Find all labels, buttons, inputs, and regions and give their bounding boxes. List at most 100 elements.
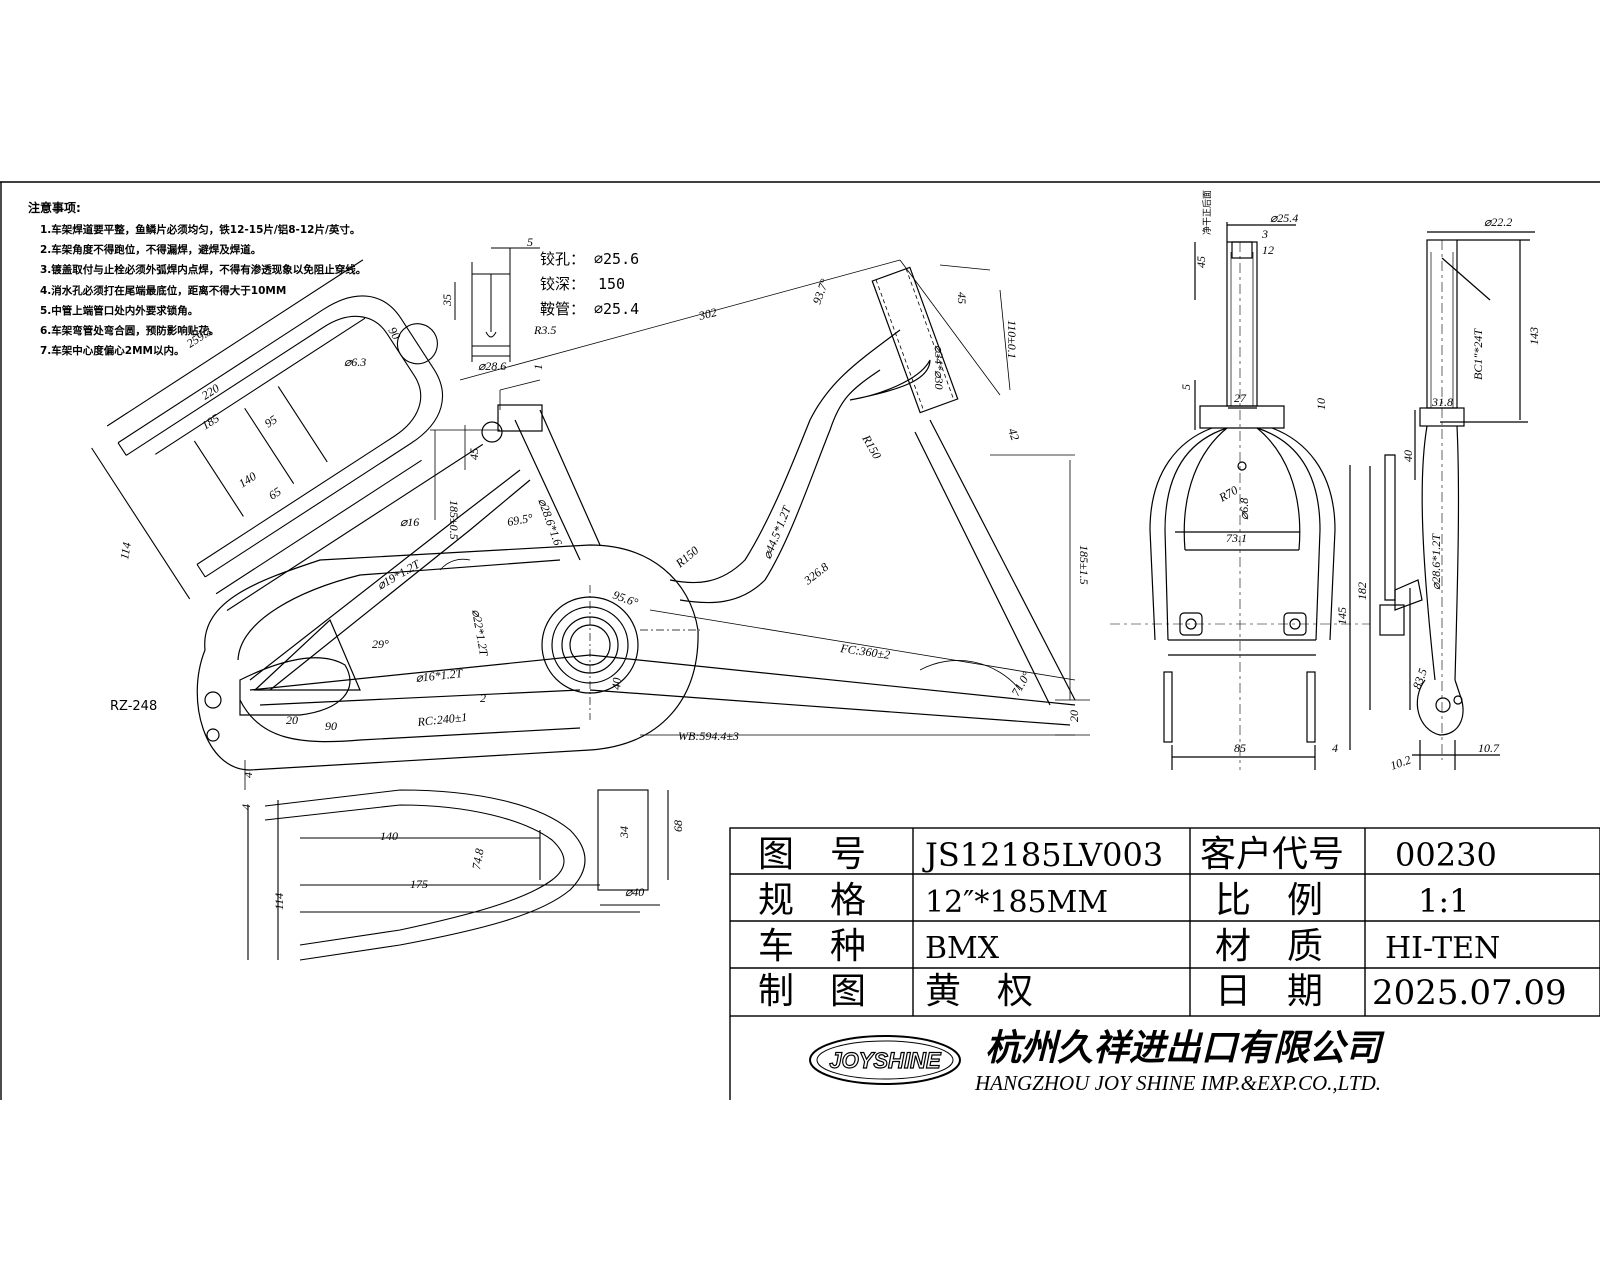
svg-text:175: 175: [410, 877, 428, 891]
manufacturing-notes: 注意事项: 1.车架焊道要平整，鱼鳞片必须均匀，铁12-15片/铝8-12片/英…: [28, 200, 366, 357]
customer-code-label: 客户代号: [1200, 834, 1344, 875]
seat-hole-value: ⌀25.6: [594, 250, 639, 268]
svg-text:⌀28.6*1.6: ⌀28.6*1.6: [535, 496, 565, 547]
drawn-by-label: 制 图: [758, 971, 866, 1012]
fork-side-view-dims: ⌀22.2 BC1"*24T 143 31.8 40 ⌀28.6*1.2T 18…: [1355, 215, 1541, 773]
rear-top-view-dims: 259.3 220 185 95 140 65 114 90 ⌀6.3: [117, 324, 403, 560]
svg-text:35: 35: [440, 294, 454, 307]
seat-depth-label: 铰深：: [540, 275, 585, 293]
svg-text:95: 95: [262, 412, 280, 430]
svg-text:90: 90: [325, 719, 337, 733]
material-label: 材 质: [1215, 926, 1323, 967]
date: 2025.07.09: [1372, 973, 1567, 1013]
svg-text:4: 4: [239, 804, 253, 810]
svg-text:4: 4: [1332, 741, 1338, 755]
svg-text:⌀22.2: ⌀22.2: [1484, 215, 1512, 229]
svg-text:5: 5: [527, 235, 533, 249]
rear-triangle-bottom-view: [247, 789, 669, 961]
svg-text:326.8: 326.8: [800, 560, 831, 588]
seat-hole-label: 铰孔：: [540, 250, 585, 268]
svg-text:⌀25.4: ⌀25.4: [1270, 211, 1298, 225]
svg-text:20: 20: [286, 713, 298, 727]
svg-text:85: 85: [1234, 741, 1246, 755]
spec-label: 规 格: [758, 880, 866, 921]
svg-text:⌀16: ⌀16: [400, 515, 419, 529]
svg-text:5: 5: [1179, 384, 1193, 390]
material: HI-TEN: [1385, 931, 1500, 966]
note-3: 3.镀盖取付与止栓必须外弧焊内点焊，不得有渗透现象以免阻止穿线。: [40, 263, 366, 276]
svg-text:⌀6.8: ⌀6.8: [1237, 498, 1251, 520]
seat-tube-detail: [454, 247, 540, 362]
drawing-no-label: 图 号: [758, 834, 866, 875]
svg-text:68: 68: [671, 820, 685, 832]
note-5: 5.中管上端管口处内外要求锁角。: [40, 304, 198, 317]
svg-text:RC:240±1: RC:240±1: [416, 710, 468, 729]
seat-tube-detail-labels: 5 35 R3.5 ⌀28.6: [440, 235, 556, 373]
spec: 12″*185MM: [925, 885, 1108, 920]
note-4: 4.消水孔必须打在尾端最底位，距离不得大于10MM: [40, 284, 286, 297]
svg-text:R150: R150: [859, 432, 884, 462]
svg-text:90: 90: [385, 325, 403, 342]
svg-text:40: 40: [1401, 450, 1415, 462]
svg-text:143: 143: [1527, 327, 1541, 345]
type-label: 车 种: [758, 926, 866, 967]
svg-text:RZ-248: RZ-248: [110, 699, 157, 714]
svg-text:⌀28.6*1.2T: ⌀28.6*1.2T: [1429, 533, 1443, 590]
company-name-en: HANGZHOU JOY SHINE IMP.&EXP.CO.,LTD.: [974, 1071, 1381, 1095]
svg-text:93.7°: 93.7°: [810, 277, 832, 306]
svg-text:185±1.5: 185±1.5: [1077, 545, 1091, 585]
svg-text:⌀16*1.2T: ⌀16*1.2T: [415, 666, 464, 685]
note-7: 7.车架中心度偏心2MM以内。: [40, 344, 185, 357]
svg-text:45: 45: [955, 292, 969, 304]
rear-triangle-top-view: [91, 259, 484, 611]
svg-text:110±0.1: 110±0.1: [1005, 320, 1019, 359]
svg-text:R3.5: R3.5: [533, 323, 556, 337]
svg-text:10.2: 10.2: [1388, 752, 1413, 772]
svg-text:114: 114: [272, 893, 286, 910]
seat-depth-value: 150: [598, 275, 625, 293]
svg-text:95.6°: 95.6°: [611, 588, 640, 610]
drawn-by: 黄 权: [925, 971, 1033, 1012]
svg-text:302: 302: [696, 305, 718, 323]
svg-text:140: 140: [236, 469, 259, 491]
main-frame-drawing: [196, 266, 1076, 771]
svg-text:29°: 29°: [372, 637, 389, 651]
fork-front-view-dims: 净干正后面 ⌀25.4 3 12 45 5 27 10 R70 ⌀6.8 73.…: [1179, 190, 1349, 755]
svg-text:74.8: 74.8: [469, 847, 486, 870]
svg-text:185: 185: [199, 411, 222, 433]
scale: 1:1: [1418, 882, 1470, 920]
sheet-border: [0, 181, 1600, 1100]
svg-text:10.7: 10.7: [1478, 741, 1500, 755]
svg-text:71.0°: 71.0°: [1008, 669, 1033, 699]
seat-tube: [514, 419, 581, 561]
svg-text:45: 45: [467, 448, 481, 460]
svg-text:114: 114: [117, 541, 134, 560]
svg-text:⌀22*1.2T: ⌀22*1.2T: [469, 608, 491, 658]
svg-text:12: 12: [1262, 243, 1274, 257]
svg-text:182: 182: [1355, 582, 1369, 600]
note-2: 2.车架角度不得跑位，不得漏焊，避焊及焊道。: [40, 243, 261, 256]
chain-guard: [196, 544, 699, 771]
svg-text:140: 140: [380, 829, 398, 843]
company-logo: JOYSHINE: [809, 1035, 961, 1085]
svg-text:R150: R150: [672, 543, 701, 571]
seat-tube-label: 鞍管：: [540, 300, 585, 318]
scale-label: 比 例: [1215, 880, 1323, 921]
svg-text:83.5: 83.5: [1410, 667, 1430, 692]
svg-text:34: 34: [617, 826, 631, 839]
svg-text:185±0.5: 185±0.5: [447, 500, 461, 540]
svg-text:3: 3: [1261, 227, 1268, 241]
notes-heading: 注意事项:: [28, 200, 81, 215]
svg-text:40: 40: [609, 677, 624, 690]
svg-text:BC1"*24T: BC1"*24T: [1471, 328, 1485, 380]
fork-side-view: [1369, 231, 1535, 770]
svg-text:⌀40: ⌀40: [625, 885, 644, 899]
seat-tube-value: ⌀25.4: [594, 300, 639, 318]
note-6: 6.车架弯管处弯合圆，预防影响贴花。: [40, 324, 219, 337]
svg-text:65: 65: [266, 484, 284, 502]
svg-text:⌀34*⌀30: ⌀34*⌀30: [932, 345, 946, 389]
svg-text:4: 4: [241, 772, 255, 778]
svg-text:WB:594.4±3: WB:594.4±3: [678, 729, 739, 743]
down-tube: [929, 419, 1076, 701]
